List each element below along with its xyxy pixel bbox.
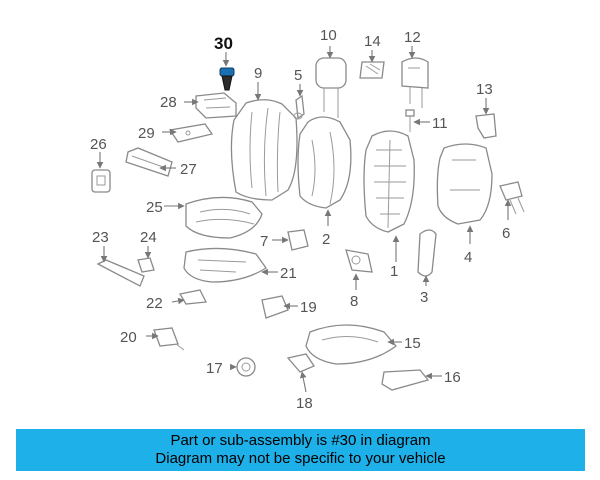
- part-4-rear-panel: [436, 143, 493, 225]
- callout-4: 4: [464, 249, 472, 266]
- leader-lines: [96, 46, 512, 393]
- part-24-clip: [137, 257, 155, 273]
- part-17-knob: [236, 357, 256, 377]
- banner-line-2: Diagram may not be specific to your vehi…: [155, 450, 446, 467]
- callout-5: 5: [294, 67, 302, 84]
- part-10-headrest: [315, 57, 347, 118]
- callout-26: 26: [90, 136, 107, 153]
- part-8-motor: [345, 249, 373, 273]
- banner-line-1: Part or sub-assembly is #30 in diagram: [170, 432, 431, 449]
- callout-6: 6: [502, 225, 510, 242]
- callout-12: 12: [404, 29, 421, 46]
- callout-15: 15: [404, 335, 421, 352]
- part-25-seat-cushion: [185, 196, 263, 239]
- part-15-frame: [305, 324, 397, 365]
- part-23-rail-trim: [96, 259, 145, 287]
- part-11-pin: [405, 109, 415, 132]
- part-2-backrest-shell: [297, 116, 352, 209]
- callout-16: 16: [444, 369, 461, 386]
- callout-14: 14: [364, 33, 381, 50]
- part-26-cover: [91, 169, 111, 193]
- part-29-plate: [168, 123, 214, 143]
- part-13-bracket: [475, 113, 497, 139]
- callout-21: 21: [280, 265, 297, 282]
- callout-11: 11: [432, 115, 448, 132]
- part-6-bracket: [499, 181, 525, 215]
- part-27-strip: [125, 147, 173, 177]
- callout-8: 8: [350, 293, 358, 310]
- part-18-bracket: [286, 353, 315, 373]
- part-14-panel: [359, 61, 385, 79]
- callout-25: 25: [146, 199, 163, 216]
- part-9-seat-back-cushion: [230, 99, 298, 201]
- part-19-bracket: [261, 295, 289, 319]
- part-28-bracket: [195, 92, 237, 119]
- part-16-cover: [381, 369, 430, 391]
- callout-29: 29: [138, 125, 155, 142]
- callout-10: 10: [320, 27, 337, 44]
- callout-30: 30: [214, 34, 233, 53]
- callout-23: 23: [92, 229, 109, 246]
- callout-18: 18: [296, 395, 313, 412]
- callout-28: 28: [160, 94, 177, 111]
- part-5-guide: [293, 94, 305, 120]
- callout-20: 20: [120, 329, 137, 346]
- callout-17: 17: [206, 360, 223, 377]
- part-30-clip[interactable]: [219, 67, 235, 91]
- callout-19: 19: [300, 299, 317, 316]
- callout-9: 9: [254, 65, 262, 82]
- callout-27: 27: [180, 161, 197, 178]
- callout-22: 22: [146, 295, 163, 312]
- info-banner: Part or sub-assembly is #30 in diagram D…: [16, 429, 585, 471]
- part-1-backrest-frame: [363, 130, 415, 233]
- callout-3: 3: [420, 289, 428, 306]
- part-3-side-trim: [417, 229, 437, 277]
- callout-13: 13: [476, 81, 493, 98]
- callout-7: 7: [260, 233, 268, 250]
- callout-2: 2: [322, 231, 330, 248]
- part-12-headrest-frame: [401, 57, 429, 108]
- parts-diagram: 30 28 29 26 27 9 10 5 14 12 13 11 25 23 …: [90, 27, 525, 412]
- callout-24: 24: [140, 229, 157, 246]
- callout-labels: 30 28 29 26 27 9 10 5 14 12 13 11 25 23 …: [90, 27, 510, 412]
- part-22-bracket: [178, 289, 208, 305]
- part-7-bracket: [287, 229, 309, 251]
- callout-1: 1: [390, 263, 398, 280]
- part-21-seat-pan: [183, 247, 267, 283]
- part-20-latch: [153, 327, 185, 351]
